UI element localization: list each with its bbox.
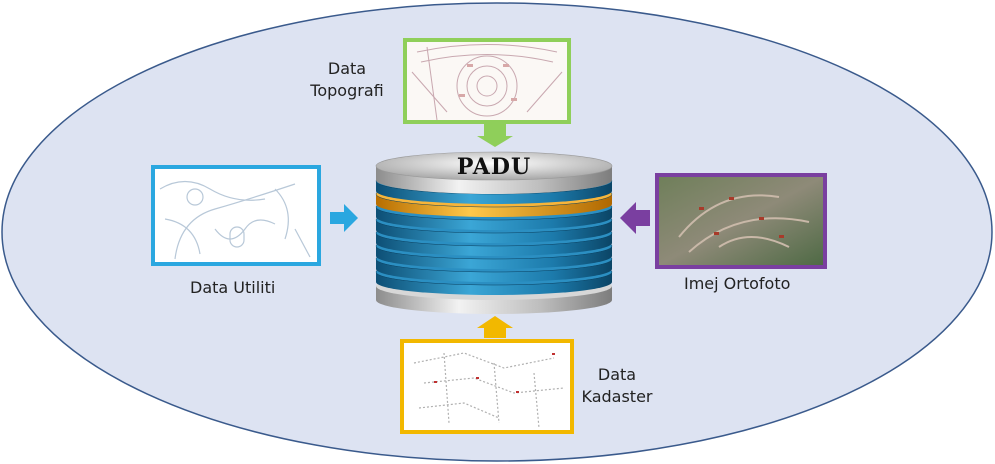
label-utiliti: Data Utiliti <box>190 278 276 297</box>
arrow-up-icon <box>477 316 513 338</box>
label-kadaster: Data Kadaster <box>578 364 656 408</box>
label-ortofoto: Imej Ortofoto <box>684 274 791 293</box>
label-kadaster-line1: Data <box>597 365 637 384</box>
kadaster-map-image <box>400 339 574 434</box>
arrow-down-icon <box>477 124 513 147</box>
arrow-right-icon <box>330 204 358 232</box>
topografi-map-image <box>403 38 571 124</box>
padu-title: PADU <box>456 154 532 180</box>
label-topografi-line1: Data <box>327 59 367 78</box>
padu-database-icon <box>375 151 613 314</box>
ortofoto-image <box>655 173 827 269</box>
label-topografi: Data Topografi <box>306 58 388 102</box>
arrow-left-icon <box>620 202 650 234</box>
label-kadaster-line2: Kadaster <box>581 387 653 406</box>
utiliti-map-image <box>151 165 321 266</box>
label-topografi-line2: Topografi <box>310 81 384 100</box>
